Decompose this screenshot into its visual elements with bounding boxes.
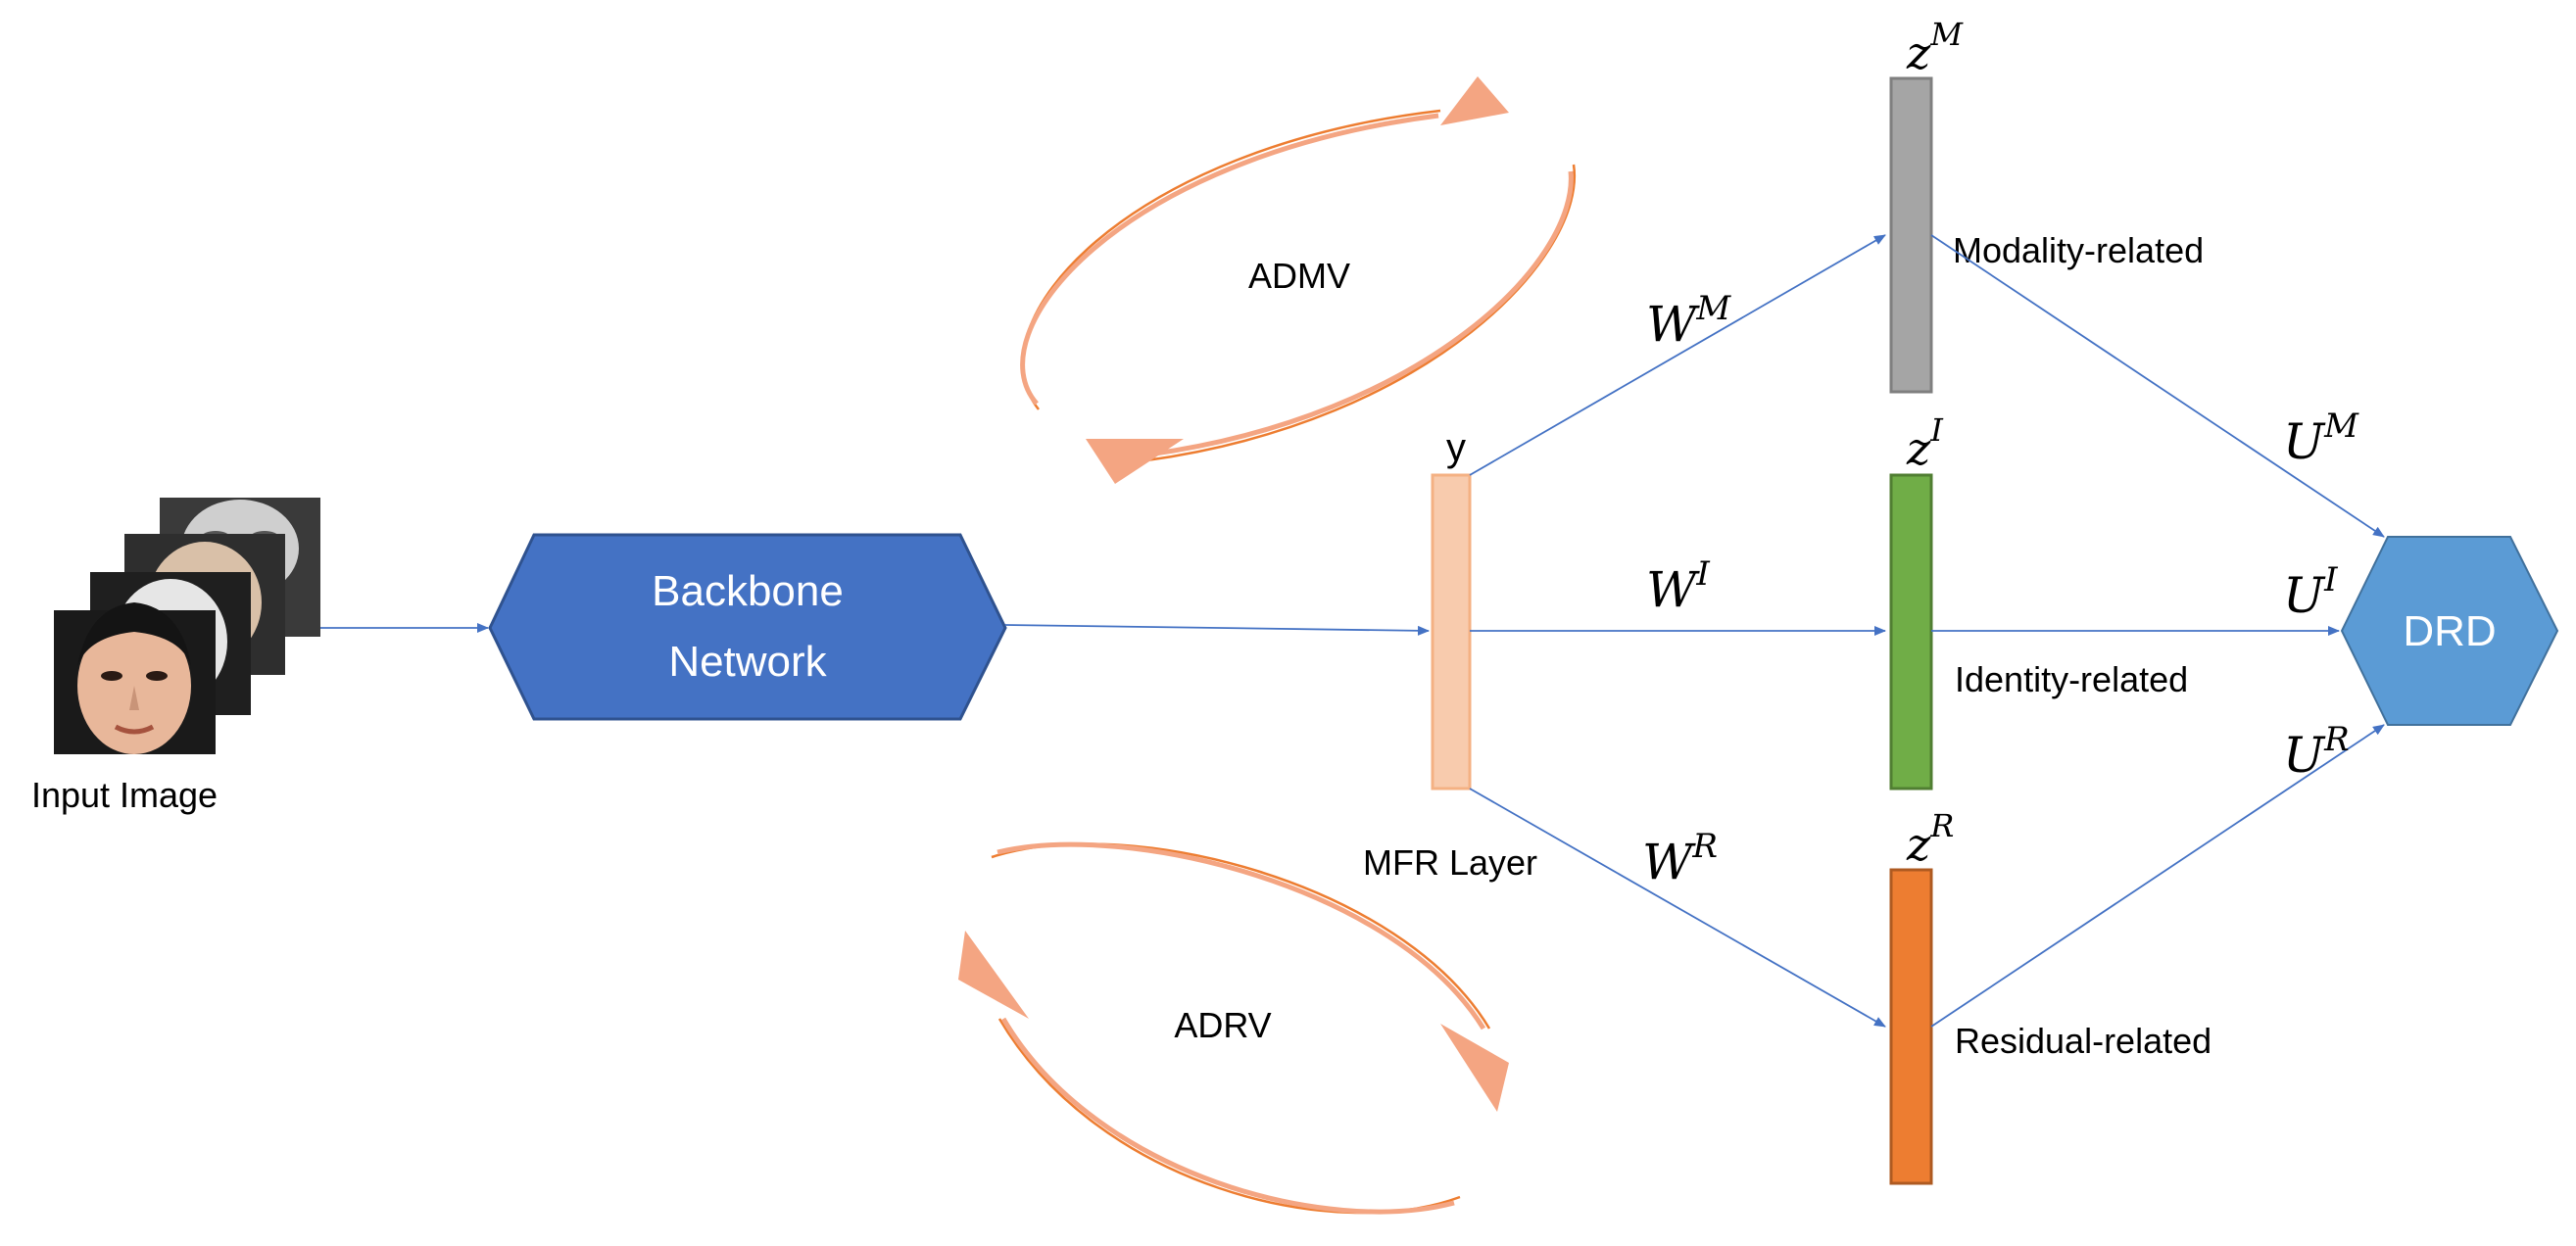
arrow-mfr-to-modality — [1469, 234, 1886, 476]
u-i-label: UI — [2283, 560, 2338, 624]
adrv-cycle-arrows — [958, 841, 1509, 1215]
modality-related-label: Modality-related — [1953, 230, 2204, 270]
mfr-output-y-label: y — [1446, 426, 1466, 469]
residual-feature-bar — [1889, 868, 1933, 1185]
mfr-layer-label: MFR Layer — [1363, 842, 1537, 883]
z-i-label: zI — [1906, 411, 1944, 475]
identity-feature-bar — [1889, 473, 1933, 791]
u-r-label: UR — [2283, 720, 2350, 784]
arrow-backbone-to-mfr — [1004, 624, 1430, 636]
arrow-residual-to-drd — [1930, 724, 2385, 1028]
arrow-mfr-to-residual — [1469, 788, 1886, 1028]
weight-w-m-label: WM — [1646, 289, 1731, 353]
weight-w-i-label: WI — [1646, 554, 1710, 618]
drd-box — [2340, 536, 2559, 726]
arrow-modality-to-drd — [1930, 234, 2385, 538]
drd-label: DRD — [2403, 607, 2496, 655]
adrv-label: ADRV — [1174, 1005, 1271, 1045]
z-r-label: zR — [1906, 807, 1954, 871]
backbone-label-line2: Network — [668, 638, 827, 686]
identity-related-label: Identity-related — [1955, 659, 2188, 699]
backbone-label-line1: Backbone — [652, 567, 844, 615]
weight-w-r-label: WR — [1642, 827, 1718, 890]
modality-feature-bar — [1889, 76, 1933, 394]
z-m-label: zM — [1906, 16, 1964, 79]
admv-cycle-arrows — [1020, 76, 1577, 484]
input-image-stack — [54, 498, 320, 754]
residual-related-label: Residual-related — [1955, 1021, 2211, 1061]
admv-label: ADMV — [1248, 256, 1350, 296]
u-m-label: UM — [2283, 407, 2359, 470]
backbone-network-box — [488, 533, 1007, 721]
mfr-layer-bar — [1431, 473, 1472, 791]
face-image-1 — [54, 602, 216, 754]
input-image-label: Input Image — [31, 775, 218, 815]
